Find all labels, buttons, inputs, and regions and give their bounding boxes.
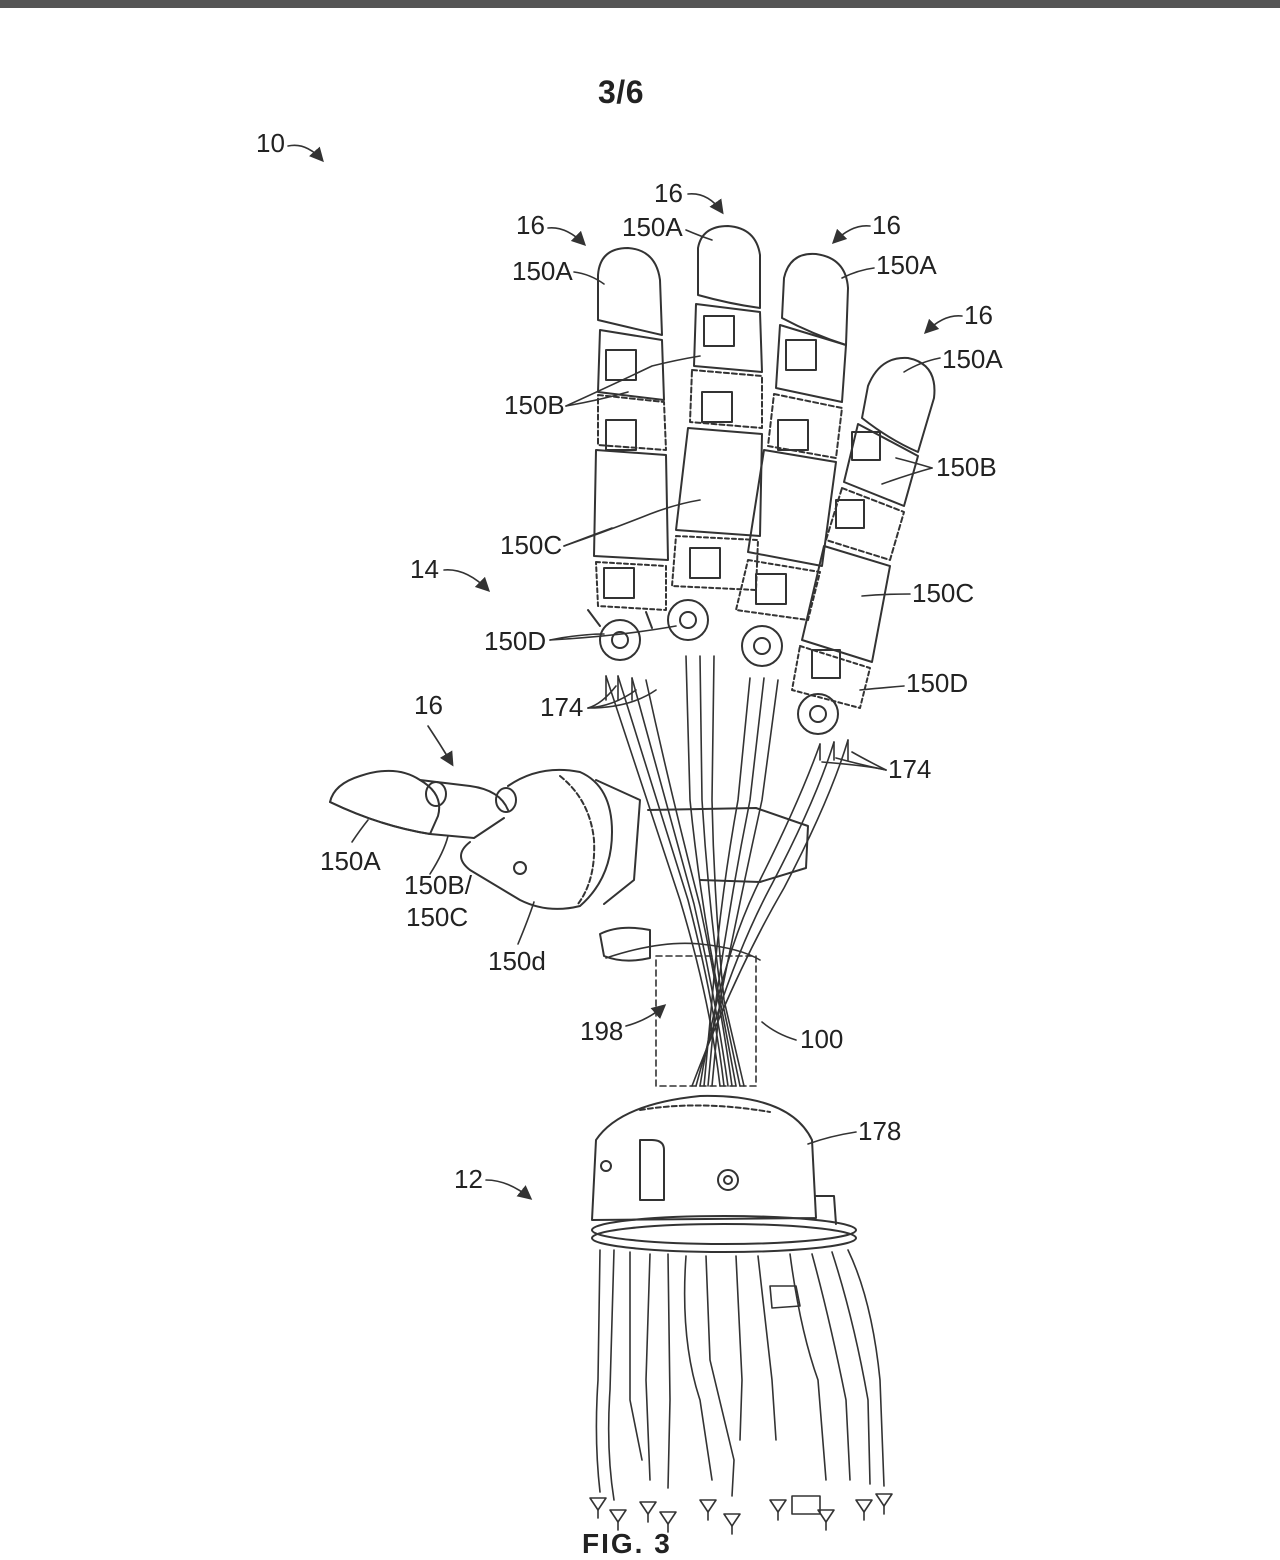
finger-1 xyxy=(587,247,669,661)
label-thumb-segments-2: 150C xyxy=(406,902,468,932)
label-tendons-left: 174 xyxy=(540,692,583,722)
label-middle-right: 150B xyxy=(936,452,997,482)
label-finger-4: 16 xyxy=(964,300,993,330)
label-distal-1: 150A xyxy=(512,256,573,286)
label-housing: 178 xyxy=(858,1116,901,1146)
reference-labels: 10 16 16 16 16 150A 150A 150A 150A 150B … xyxy=(256,128,1003,1194)
label-distal-3: 150A xyxy=(876,250,937,280)
label-device: 10 xyxy=(256,128,285,158)
label-proximal-left: 150C xyxy=(500,530,562,560)
label-thumb-distal: 150A xyxy=(320,846,381,876)
label-knuckle-right: 150D xyxy=(906,668,968,698)
palm-frame xyxy=(599,807,809,962)
label-finger-2: 16 xyxy=(654,178,683,208)
label-distal-4: 150A xyxy=(942,344,1003,374)
page-number: 3/6 xyxy=(598,74,644,110)
bundle-outline xyxy=(655,955,757,1087)
label-thumb-knuckle: 150d xyxy=(488,946,546,976)
thumb xyxy=(329,768,641,910)
figure-caption: FIG. 3 xyxy=(582,1528,672,1559)
finger-1-tip xyxy=(597,247,663,336)
finger-4 xyxy=(791,356,936,735)
top-border xyxy=(0,0,1280,8)
label-middle-left: 150B xyxy=(504,390,565,420)
finger-3 xyxy=(735,252,849,667)
label-twist: 198 xyxy=(580,1016,623,1046)
tendon-cables xyxy=(605,655,849,1087)
lower-cables xyxy=(595,1249,885,1501)
label-palm: 14 xyxy=(410,554,439,584)
label-knuckle-left: 150D xyxy=(484,626,546,656)
label-proximal-right: 150C xyxy=(912,578,974,608)
label-bundle: 100 xyxy=(800,1024,843,1054)
label-finger-1: 16 xyxy=(516,210,545,240)
finger-2 xyxy=(667,225,763,641)
label-tendons-right: 174 xyxy=(888,754,931,784)
housing xyxy=(591,1094,857,1253)
finger-1-knuckle xyxy=(599,619,641,661)
label-base: 12 xyxy=(454,1164,483,1194)
leader-lines xyxy=(287,144,963,1200)
label-finger-3: 16 xyxy=(872,210,901,240)
screws xyxy=(589,1493,893,1535)
label-distal-2: 150A xyxy=(622,212,683,242)
label-thumb: 16 xyxy=(414,690,443,720)
label-thumb-segments-1: 150B/ xyxy=(404,870,473,900)
